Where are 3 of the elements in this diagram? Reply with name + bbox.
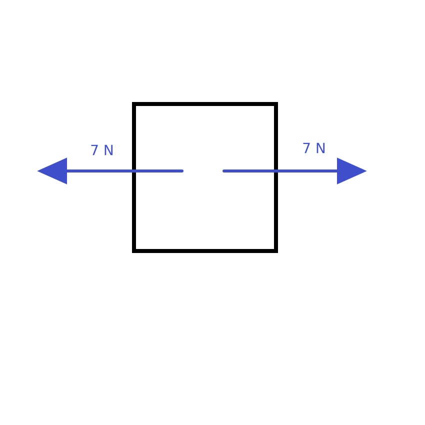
- force-label: 7 N: [91, 144, 113, 156]
- block: [132, 102, 278, 253]
- force-label: 7 N: [303, 142, 325, 154]
